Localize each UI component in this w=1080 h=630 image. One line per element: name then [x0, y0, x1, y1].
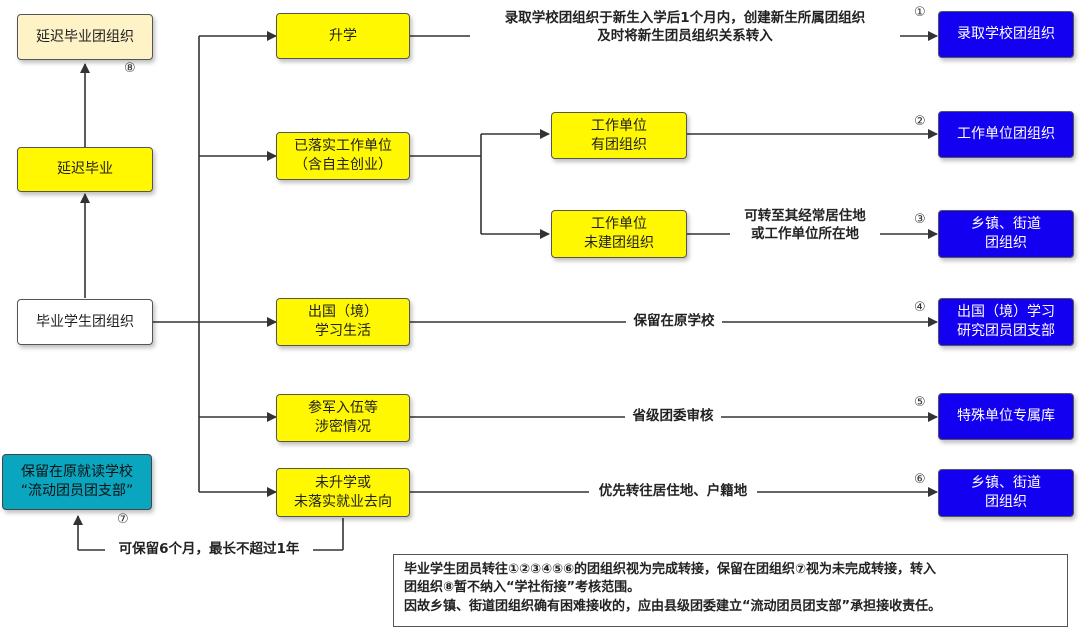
stay-school-label-2: “流动团员团支部” [20, 483, 134, 499]
dest-town-org-2-label-1: 乡镇、街道 [971, 475, 1041, 492]
further-study-box: 升学 [276, 13, 410, 59]
work-no-org-label-2: 未建团组织 [584, 235, 654, 251]
dest-town-org-2-label-2: 团组织 [985, 494, 1027, 510]
circled-number-2: ② [914, 114, 926, 129]
unemployed-box: 未升学或 未落实就业去向 [276, 468, 410, 517]
abroad-label-2: 学习生活 [315, 323, 371, 339]
army-box: 参军入伍等 涉密情况 [276, 394, 410, 442]
employed-label-2: （含自主创业） [294, 157, 392, 173]
dest-town-org-box: 乡镇、街道 团组织 [938, 210, 1074, 258]
work-no-org-label-1: 工作单位 [591, 216, 647, 233]
further-study-edge-line-2: 及时将新生团员组织关系转入 [597, 27, 773, 44]
note-line-1: 毕业学生团员转往①②③④⑤⑥的团组织视为完成转接，保留在团组织⑦视为未完成转接，… [404, 562, 937, 577]
dest-work-org-box: 工作单位团组织 [938, 111, 1074, 158]
dest-abroad-branch-label-2: 研究团员团支部 [957, 323, 1055, 339]
dest-work-org-label: 工作单位团组织 [957, 126, 1055, 143]
provincial-review-edge-label: 省级团委审核 [625, 408, 721, 426]
delay-graduation-box: 延迟毕业 [17, 147, 153, 192]
abroad-label-1: 出国（境） [308, 304, 378, 321]
work-no-org-box: 工作单位 未建团组织 [551, 210, 687, 258]
priority-residence-edge-label: 优先转往居住地、户籍地 [589, 483, 757, 501]
transfer-edge-label: 可转至其经常居住地 或工作单位所在地 [730, 208, 880, 244]
stay-school-box: 保留在原就读学校 “流动团员团支部” [2, 454, 152, 510]
transfer-edge-line-1: 可转至其经常居住地 [744, 208, 866, 224]
dest-town-org-label-2: 团组织 [985, 235, 1027, 251]
circled-number-7: ⑦ [117, 512, 129, 527]
delay-graduation-org-label: 延迟毕业团组织 [36, 28, 134, 45]
circled-number-4: ④ [914, 300, 926, 315]
dest-abroad-branch-box: 出国（境）学习 研究团员团支部 [938, 298, 1074, 346]
further-study-label: 升学 [329, 27, 357, 44]
dest-admit-school-box: 录取学校团组织 [938, 11, 1074, 58]
work-has-org-box: 工作单位 有团组织 [551, 112, 687, 159]
note-line-3: 因故乡镇、街道团组织确有困难接收的，应由县级团委建立“流动团员团支部”承担接收责… [404, 598, 942, 614]
army-label-1: 参军入伍等 [308, 400, 378, 417]
circled-number-6: ⑥ [914, 472, 926, 487]
transfer-edge-line-2: 或工作单位所在地 [751, 225, 859, 242]
dest-town-org-2-box: 乡镇、街道 团组织 [938, 469, 1074, 517]
employed-box: 已落实工作单位 （含自主创业） [276, 132, 410, 180]
dest-admit-school-label: 录取学校团组织 [957, 26, 1055, 43]
graduate-org-label: 毕业学生团组织 [36, 313, 134, 330]
keep-six-months-edge-label: 可保留6个月，最长不超过1年 [105, 541, 313, 559]
dest-special-unit-label: 特殊单位专属库 [957, 408, 1055, 425]
further-study-edge-label: 录取学校团组织于新生入学后1个月内，创建新生所属团组织 及时将新生团员组织关系转… [470, 10, 900, 46]
circled-number-1: ① [914, 5, 926, 20]
circled-number-5: ⑤ [914, 395, 926, 410]
circled-number-3: ③ [914, 212, 926, 227]
abroad-box: 出国（境） 学习生活 [276, 298, 410, 346]
delay-graduation-org-box: 延迟毕业团组织 [17, 14, 153, 60]
graduate-org-box: 毕业学生团组织 [17, 299, 153, 345]
dest-town-org-label-1: 乡镇、街道 [971, 216, 1041, 233]
army-label-2: 涉密情况 [315, 419, 371, 435]
note-line-2: 团组织⑧暂不纳入“学社衔接”考核范围。 [404, 580, 641, 596]
keep-school-edge-label: 保留在原学校 [626, 313, 722, 331]
unemployed-label-2: 未落实就业去向 [294, 493, 392, 510]
dest-abroad-branch-label-1: 出国（境）学习 [957, 304, 1055, 321]
work-has-org-label-2: 有团组织 [591, 136, 647, 153]
circled-number-8: ⑧ [124, 61, 136, 76]
dest-special-unit-box: 特殊单位专属库 [938, 393, 1074, 440]
further-study-edge-line-1: 录取学校团组织于新生入学后1个月内，创建新生所属团组织 [504, 10, 866, 26]
stay-school-label-1: 保留在原就读学校 [21, 464, 133, 481]
work-has-org-label-1: 工作单位 [591, 117, 647, 134]
delay-graduation-label: 延迟毕业 [57, 161, 113, 178]
note-box: 毕业学生团员转往①②③④⑤⑥的团组织视为完成转接，保留在团组织⑦视为未完成转接，… [393, 554, 1068, 627]
employed-label-1: 已落实工作单位 [294, 138, 392, 155]
unemployed-label-1: 未升学或 [315, 474, 371, 491]
